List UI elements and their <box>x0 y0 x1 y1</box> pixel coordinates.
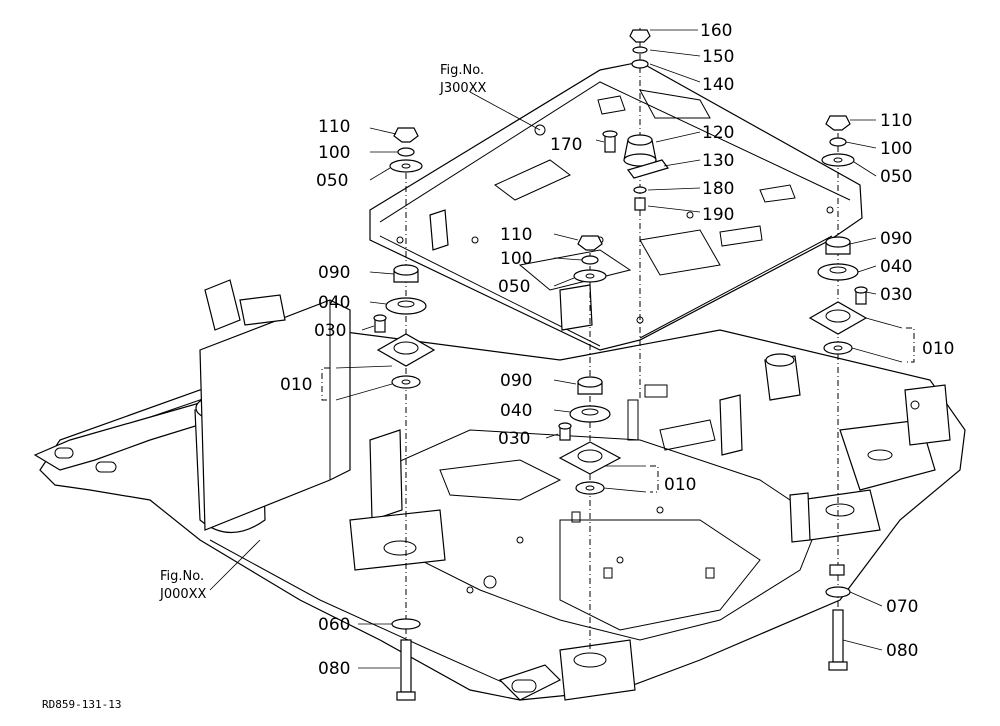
callout-left-110: 110 <box>318 117 350 137</box>
callout-left-010: 010 <box>280 375 312 395</box>
figref-upper-line2: J300XX <box>439 81 487 96</box>
figref-upper-line1: Fig.No. <box>440 63 484 78</box>
callout-130: 130 <box>702 151 734 171</box>
callout-140: 140 <box>702 75 734 95</box>
callout-190: 190 <box>702 205 734 225</box>
callout-mid-100: 100 <box>500 249 532 269</box>
callout-160: 160 <box>700 21 732 41</box>
callout-mid-030: 030 <box>498 429 530 449</box>
figref-lower-line2: J000XX <box>159 587 207 602</box>
left-mount-stack <box>373 127 436 389</box>
callout-mid-040: 040 <box>500 401 532 421</box>
callout-left-040: 040 <box>318 293 350 313</box>
drawing-code: RD859-131-13 <box>42 698 121 711</box>
callout-right-050: 050 <box>880 167 912 187</box>
callout-mid-050: 050 <box>498 277 530 297</box>
callout-left-030: 030 <box>314 321 346 341</box>
callout-170: 170 <box>550 135 582 155</box>
callout-bottom-060: 060 <box>318 615 350 635</box>
figref-lower-line1: Fig.No. <box>160 569 204 584</box>
callout-120: 120 <box>702 123 734 143</box>
callout-right-010: 010 <box>922 339 954 359</box>
figure-references: Fig.No. J300XX Fig.No. J000XX <box>159 63 487 602</box>
callout-bottom-080: 080 <box>318 659 350 679</box>
callout-left-050: 050 <box>316 171 348 191</box>
callout-left-090: 090 <box>318 263 350 283</box>
callout-right-090: 090 <box>880 229 912 249</box>
callout-bottom-080-right: 080 <box>886 641 918 661</box>
callout-180: 180 <box>702 179 734 199</box>
right-mount-stack <box>808 115 868 355</box>
callout-mid-010: 010 <box>664 475 696 495</box>
callout-right-110: 110 <box>880 111 912 131</box>
upper-plate <box>369 61 863 351</box>
part-callouts: 160 150 140 120 170 130 180 190 110 100 … <box>280 21 954 679</box>
top-center-stack <box>602 29 669 211</box>
callout-right-040: 040 <box>880 257 912 277</box>
lower-frame <box>33 279 966 701</box>
callout-right-100: 100 <box>880 139 912 159</box>
callout-mid-110: 110 <box>500 225 532 245</box>
callout-bottom-070: 070 <box>886 597 918 617</box>
callout-left-100: 100 <box>318 143 350 163</box>
bottom-bolts <box>391 564 851 701</box>
callout-mid-090: 090 <box>500 371 532 391</box>
callout-150: 150 <box>702 47 734 67</box>
callout-right-030: 030 <box>880 285 912 305</box>
leader-lines <box>209 29 915 669</box>
